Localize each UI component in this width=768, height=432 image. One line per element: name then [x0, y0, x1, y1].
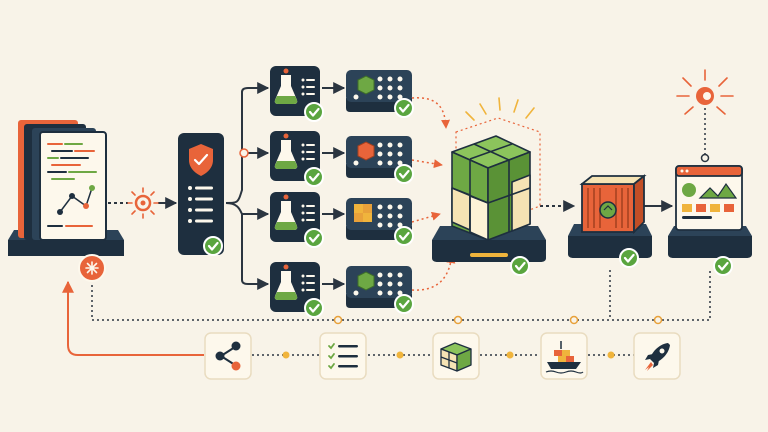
container-ship-icon: [545, 341, 584, 374]
container-stage: [568, 174, 652, 269]
build-grid-2: [346, 136, 415, 185]
connector-gate-test-1: [225, 82, 270, 204]
orange-gear-icon: [78, 254, 106, 282]
check-badge-icon: [393, 97, 415, 119]
check-badge-icon: [618, 247, 640, 269]
flask-checklist-icon: [274, 133, 315, 169]
orange-sun-trigger-icon: [127, 187, 159, 219]
glow-rays: [465, 97, 535, 121]
step-ship: [540, 332, 588, 380]
shield-check-icon: [189, 144, 213, 176]
connector-build-artifact-3: [411, 211, 441, 223]
step-checklist: [319, 332, 367, 380]
connector-gate-test-4: [241, 214, 270, 290]
bottom-steps: [204, 332, 681, 380]
check-badge-icon: [712, 255, 734, 277]
build-grid-4: [346, 266, 415, 315]
connector-build-artifact-1: [411, 97, 451, 129]
flask-checklist-icon: [274, 264, 315, 300]
connector-gate-test-3: [225, 202, 270, 220]
connector-node: [700, 153, 710, 163]
orange-alert-sun-icon: [676, 69, 734, 115]
build-grid-icon: [353, 142, 403, 166]
build-grid-icon: [377, 204, 403, 228]
build-grid-1: [346, 70, 415, 119]
rocket-icon: [645, 343, 670, 371]
check-badge-icon: [202, 235, 224, 257]
check-badge-icon: [303, 227, 325, 249]
bottom-chain: [252, 351, 634, 359]
deploy-monitor: [668, 69, 752, 277]
package-cubes-icon: [440, 342, 472, 372]
share-network-icon: [215, 341, 241, 371]
build-grid-3: [346, 198, 415, 247]
flask-checklist-icon: [274, 194, 315, 230]
test-stage-3: [270, 192, 325, 249]
flask-checklist-icon: [274, 68, 315, 104]
check-badge-icon: [393, 163, 415, 185]
browser-dashboard-icon: [675, 165, 743, 231]
step-rocket: [633, 332, 681, 380]
connector-node: [239, 148, 249, 158]
test-stages: [270, 66, 325, 319]
step-share: [204, 332, 252, 380]
artifact-package: [432, 97, 546, 277]
feedback-loop-nodes: [333, 315, 663, 325]
test-stage-1: [270, 66, 325, 123]
shipping-container-icon: [579, 174, 647, 235]
checklist-icon: [328, 343, 358, 370]
build-grid-icon: [353, 272, 403, 296]
check-badge-icon: [303, 166, 325, 188]
step-package: [432, 332, 480, 380]
source-repository: [8, 120, 124, 282]
check-badge-icon: [303, 297, 325, 319]
test-stage-4: [270, 262, 325, 319]
check-badge-icon: [509, 255, 531, 277]
build-grids: [346, 70, 415, 315]
build-grid-icon: [353, 76, 403, 100]
connector-build-artifact-2: [411, 159, 443, 169]
test-stage-2: [270, 131, 325, 188]
return-arrow: [62, 280, 204, 356]
check-badge-icon: [393, 293, 415, 315]
code-repository-icon: [39, 131, 107, 241]
package-cube-icon: [451, 135, 531, 241]
security-gate: [178, 133, 224, 257]
check-badge-icon: [303, 101, 325, 123]
check-badge-icon: [393, 225, 415, 247]
